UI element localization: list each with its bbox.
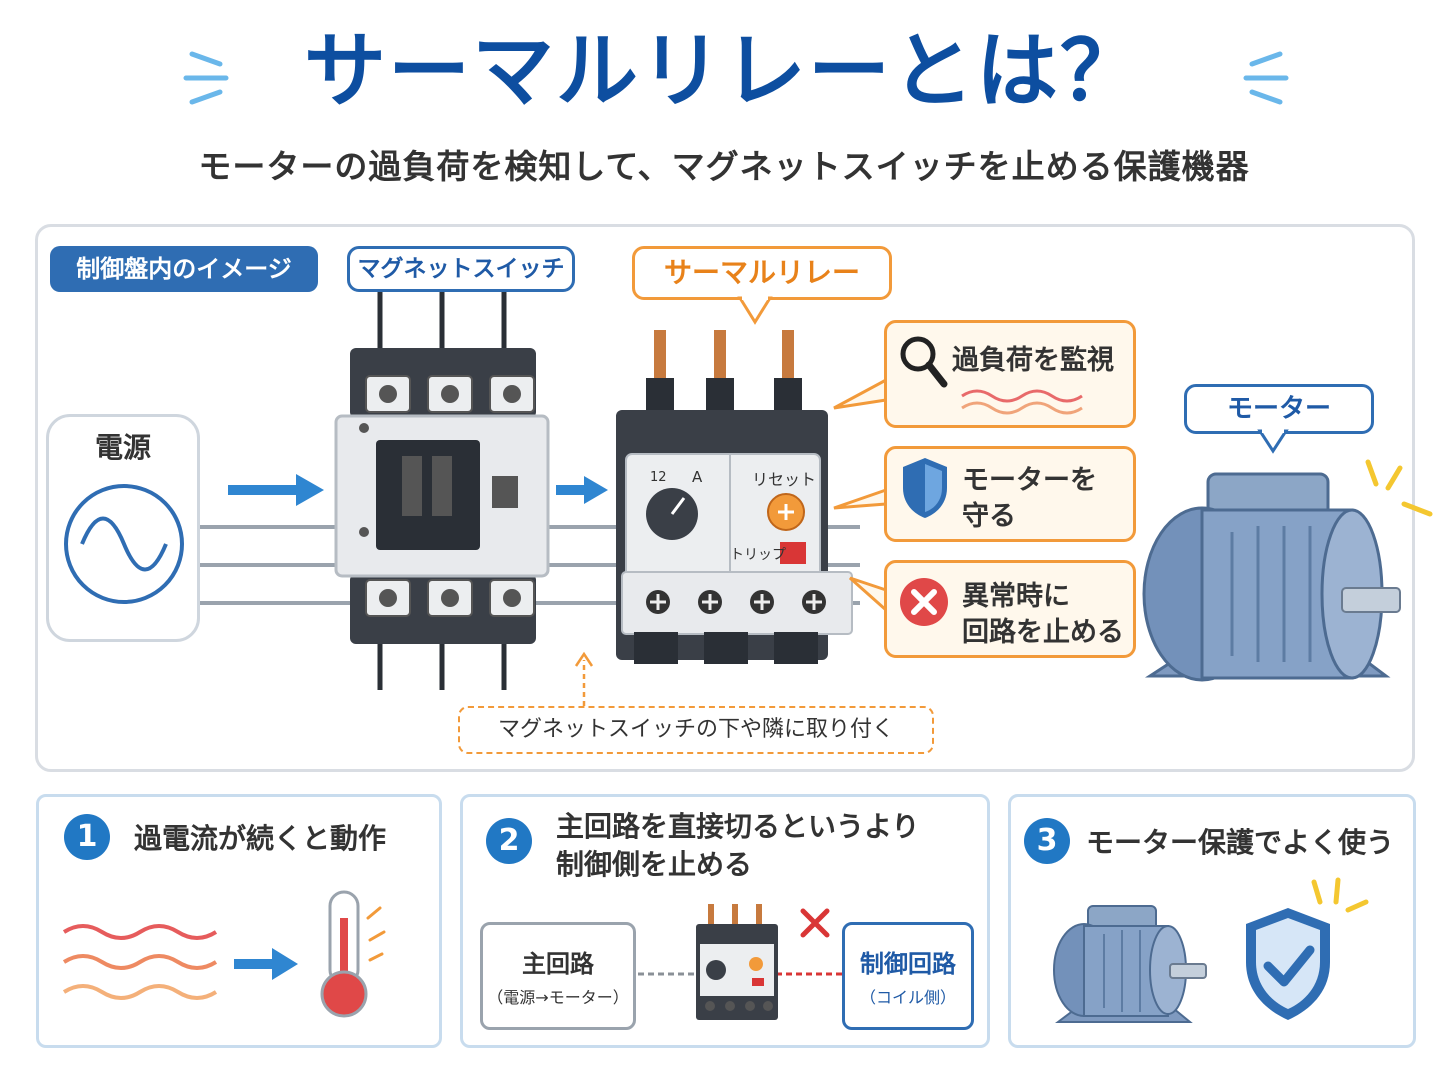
panel-tag: 制御盤内のイメージ <box>50 246 318 292</box>
card-1-text: 過電流が続くと動作 <box>134 822 387 855</box>
feature-monitor-text: 過負荷を監視 <box>952 345 1114 376</box>
arrow-right-icon <box>234 948 298 980</box>
thermometer-icon <box>320 890 386 1018</box>
circuit-lines <box>638 972 842 976</box>
relay-trip-label: トリップ <box>730 547 786 563</box>
cross-icon <box>900 578 948 626</box>
magnet-switch-icon <box>334 348 550 644</box>
shield-icon <box>903 458 947 518</box>
title-left-deco-icon <box>183 51 229 105</box>
motor-spark-icon <box>1365 459 1433 517</box>
magnet-switch-label: マグネットスイッチ <box>347 246 575 292</box>
motor-icon <box>1053 905 1207 1023</box>
magnifier-icon <box>900 336 948 388</box>
heat-wave-icon <box>961 389 1083 415</box>
relay-dial-12: 12 <box>650 470 667 485</box>
relay-reset-label: リセット <box>752 470 817 489</box>
card-3-number: 3 <box>1024 818 1070 864</box>
motor-icon <box>1142 472 1401 682</box>
ac-source-icon <box>64 484 184 604</box>
flow-arrow-icon <box>556 476 608 504</box>
card-2-number: 2 <box>486 818 532 864</box>
main-circuit-label: 主回路 <box>522 950 594 978</box>
thermal-relay-icon <box>616 330 853 664</box>
overcurrent-wave-icon <box>62 924 218 1000</box>
callout-pointer <box>737 296 773 325</box>
main-circuit-sub: （電源→モーター） <box>487 988 629 1007</box>
motor-label: モーター <box>1184 384 1374 434</box>
feature-stop-line2: 回路を止める <box>962 617 1124 648</box>
title-right-deco-icon <box>1243 51 1289 105</box>
shield-check-icon <box>1246 908 1330 1020</box>
card-1-number: 1 <box>64 814 110 860</box>
cross-icon <box>800 908 830 938</box>
flow-arrow-icon <box>228 474 324 506</box>
control-circuit-sub: （コイル側） <box>859 988 956 1007</box>
spark-icon <box>1311 877 1369 913</box>
card-2-line2: 制御側を止める <box>556 848 753 881</box>
feature-protect-line1: モーターを <box>962 465 1097 496</box>
page-subtitle: モーターの過負荷を検知して、マグネットスイッチを止める保護機器 <box>198 147 1250 186</box>
feature-monitor <box>884 320 1136 428</box>
mini-thermal-relay-icon <box>696 904 778 1020</box>
mount-note: マグネットスイッチの下や隣に取り付く <box>458 706 934 754</box>
main-circuit-box <box>480 922 636 1030</box>
relay-dial-a: A <box>692 468 703 486</box>
feature-protect-line2: 守る <box>962 501 1016 532</box>
callout-pointer <box>1257 429 1289 454</box>
power-label: 電源 <box>94 431 151 464</box>
mount-arrow-icon <box>574 651 594 706</box>
card-2-line1: 主回路を直接切るというより <box>556 810 920 843</box>
page-title: サーマルリレーとは？ <box>303 24 1144 119</box>
control-circuit-label: 制御回路 <box>860 950 956 978</box>
feature-stop-line1: 異常時に <box>962 581 1070 612</box>
card-3-text: モーター保護でよく使う <box>1086 826 1395 859</box>
thermal-relay-label: サーマルリレー <box>632 246 892 300</box>
control-circuit-box <box>842 922 974 1030</box>
